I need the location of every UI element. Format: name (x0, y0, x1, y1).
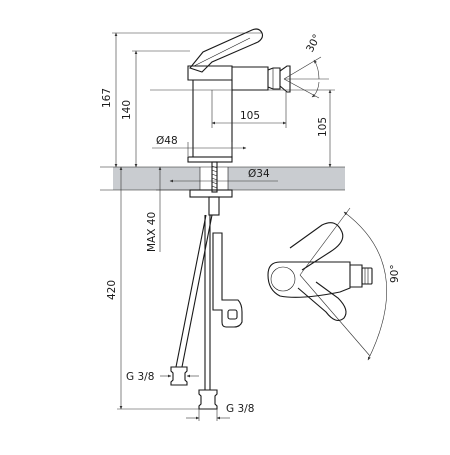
dim-body-diameter: Ø48 (152, 135, 247, 156)
hose-length-label: 420 (106, 280, 118, 300)
spout-reach-label: 105 (240, 110, 260, 122)
connection-right-label: G 3/8 (226, 403, 254, 415)
dim-aerator-height: 105 (317, 89, 332, 168)
side-view-tap (187, 28, 291, 163)
top-view-tap: 90° (267, 207, 401, 361)
overall-height-label: 167 (101, 88, 113, 108)
dim-max-deck: MAX 40 (146, 166, 190, 252)
body-diameter-label: Ø48 (156, 135, 178, 147)
dim-spout-reach: 105 (211, 90, 287, 128)
max-deck-label: MAX 40 (146, 212, 158, 252)
spout-height-label: 140 (121, 100, 133, 120)
dim-overall-height: 167 (101, 32, 118, 168)
dim-hole-diameter: Ø34 (169, 168, 278, 183)
hole-diameter-label: Ø34 (248, 168, 270, 180)
connection-left-label: G 3/8 (126, 371, 154, 383)
connection-right: G 3/8 (186, 403, 254, 421)
connection-left: G 3/8 (126, 371, 199, 383)
aerator-height-label: 105 (317, 117, 329, 137)
supply-hoses (170, 214, 243, 410)
dim-hose-length: 420 (106, 166, 199, 410)
mounting-stud (189, 161, 233, 216)
aerator-angle-indicator: 30° (283, 32, 329, 99)
dim-spout-height: 140 (121, 50, 190, 168)
deck-plate (100, 166, 345, 191)
lever-angle-label: 90° (389, 264, 401, 283)
aerator-angle-label: 30° (304, 32, 323, 54)
